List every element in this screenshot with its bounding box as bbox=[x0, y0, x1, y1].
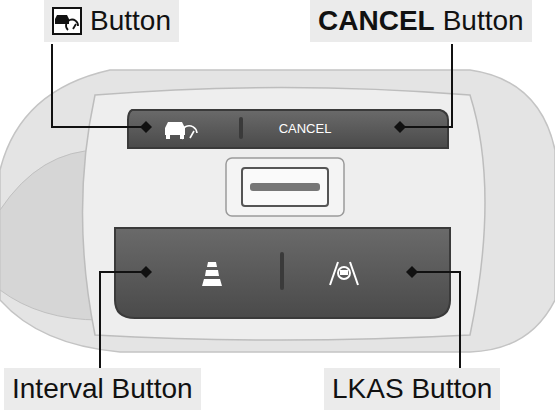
button-icon bbox=[52, 7, 82, 35]
label-text: LKAS Button bbox=[332, 373, 492, 404]
label-text: CANCEL bbox=[318, 5, 435, 36]
label-text: Button bbox=[443, 5, 524, 36]
callout-label: LKAS Button bbox=[324, 368, 500, 410]
label-text: Interval Button bbox=[12, 373, 193, 404]
button-text: CANCEL bbox=[279, 121, 332, 137]
callout-label: Interval Button bbox=[4, 368, 201, 410]
label-text: Button bbox=[90, 5, 171, 36]
label-text: CANCEL bbox=[279, 121, 332, 136]
callout-label: CANCEL Button bbox=[310, 0, 532, 42]
callout-label: Button bbox=[44, 0, 179, 42]
